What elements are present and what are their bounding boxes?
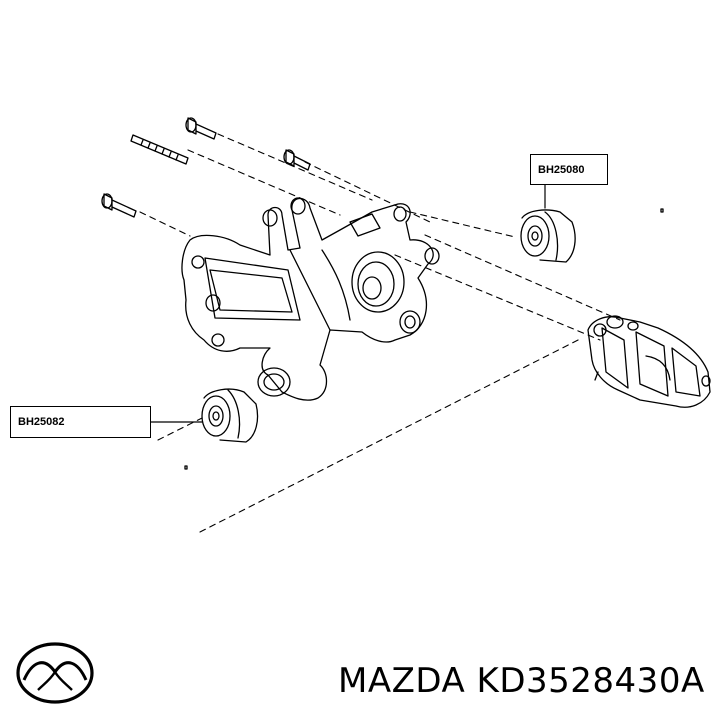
brand-name: MAZDA: [338, 661, 466, 701]
bolt-middle: [283, 149, 311, 171]
bolt-top: [185, 117, 217, 140]
leader-lines: [150, 184, 546, 423]
stud-bolt: [130, 134, 189, 165]
assembly-lines: [139, 133, 621, 533]
bushing-top: [520, 209, 576, 263]
bolt-left: [101, 193, 137, 218]
knuckle-body: [181, 197, 440, 401]
bushing-bottom: [201, 388, 259, 443]
brake-caliper: [587, 315, 711, 408]
mazda-logo-icon: [16, 642, 94, 704]
part-label-bushing-bottom: BH25082: [10, 406, 151, 438]
part-number: KD3528430A: [476, 661, 705, 701]
part-label-bushing-top: BH25080: [530, 154, 608, 185]
caption: MAZDA KD3528430A: [338, 664, 705, 698]
